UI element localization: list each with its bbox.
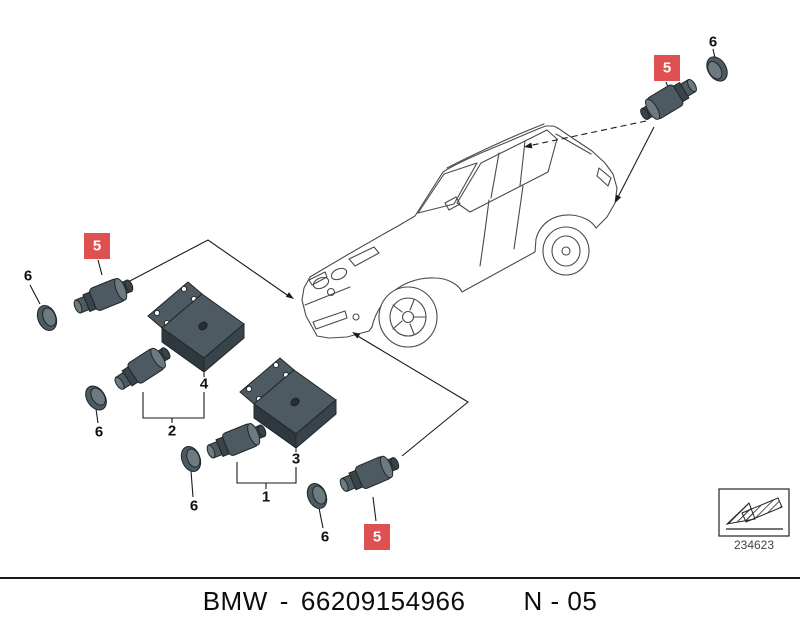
car-rear-hub bbox=[561, 246, 571, 256]
brand-name: BMW bbox=[202, 586, 268, 616]
car-body-outline bbox=[301, 125, 618, 339]
car-rear-wheel bbox=[542, 226, 590, 276]
callout-5-left-highlight[interactable]: 5 bbox=[84, 233, 110, 259]
callout-6-mid[interactable]: 6 bbox=[95, 424, 103, 441]
footer-divider bbox=[0, 577, 800, 579]
car-bumper-crease bbox=[304, 286, 351, 306]
car-windshield bbox=[417, 162, 478, 214]
car-door-seams bbox=[479, 185, 524, 267]
sensor-holder-bracket-3 bbox=[239, 357, 337, 450]
pdc-sensor-mid bbox=[114, 347, 171, 390]
car-air-intake bbox=[312, 310, 348, 330]
pdc-sensor-top bbox=[640, 78, 697, 120]
leader-front-bumper bbox=[355, 334, 469, 457]
car-side-glass bbox=[456, 129, 558, 213]
callout-5-top-label[interactable]: 5 bbox=[663, 60, 671, 77]
sensor-cap-left bbox=[36, 304, 58, 332]
callout-5-left-label[interactable]: 5 bbox=[93, 238, 101, 255]
arrowhead-front-bumper bbox=[352, 332, 361, 339]
legend: 234623 bbox=[718, 488, 790, 552]
sensor-holder-bracket-4 bbox=[147, 281, 245, 374]
car-kidney-grille-right bbox=[330, 267, 348, 281]
callout-6-top[interactable]: 6 bbox=[709, 34, 717, 51]
group-bracket-1-3 bbox=[236, 449, 297, 489]
group-bracket-2-4 bbox=[142, 373, 205, 423]
car-taillight bbox=[596, 167, 612, 187]
arrowhead-rear-bumper bbox=[615, 194, 622, 203]
car-window-dividers bbox=[490, 140, 526, 199]
leader-lines bbox=[29, 48, 716, 529]
car-hatch-line bbox=[555, 133, 592, 155]
car-roundel bbox=[326, 287, 336, 297]
car-kidney-grille-left bbox=[312, 276, 330, 290]
callout-6-bottom[interactable]: 6 bbox=[321, 529, 329, 546]
footer-separator: - bbox=[279, 586, 289, 616]
callout-5-bottom-label[interactable]: 5 bbox=[373, 529, 381, 546]
arrowhead-front-left bbox=[285, 292, 294, 299]
callout-2[interactable]: 2 bbox=[168, 423, 176, 440]
callout-4[interactable]: 4 bbox=[200, 376, 209, 393]
callout-1[interactable]: 1 bbox=[262, 489, 270, 506]
pdc-sensor-bottom bbox=[339, 455, 400, 493]
sensor-cap-top bbox=[706, 56, 728, 82]
car-front-wheel bbox=[378, 286, 438, 348]
leader-rear-bumper bbox=[616, 126, 655, 200]
callout-5-top-highlight[interactable]: 5 bbox=[654, 55, 680, 81]
callout-5-bottom-highlight[interactable]: 5 bbox=[364, 524, 390, 550]
sensor-cap-mid bbox=[85, 385, 107, 411]
diagram-canvas: 6 5 5 6 4 2 6 3 1 6 6 5 bbox=[24, 34, 790, 552]
sensor-cap-lower bbox=[180, 445, 202, 473]
part-number: 66209154966 bbox=[300, 586, 466, 616]
diagram-code: 234623 bbox=[734, 538, 774, 552]
callout-3[interactable]: 3 bbox=[292, 451, 300, 468]
label-connectors bbox=[29, 48, 716, 529]
pdc-sensor-left bbox=[73, 277, 134, 314]
car-rear-rim bbox=[551, 235, 581, 267]
footer: BMW - 66209154966 N - 05 bbox=[0, 586, 800, 617]
sheet-code: N - 05 bbox=[523, 586, 598, 616]
car-roof-rail bbox=[446, 123, 545, 169]
leader-front-left bbox=[125, 239, 291, 298]
callout-labels: 6 5 5 6 4 2 6 3 1 6 6 5 bbox=[24, 34, 717, 550]
arrowhead-rear-roof bbox=[524, 142, 533, 149]
parts bbox=[36, 56, 728, 509]
callout-6-lower[interactable]: 6 bbox=[190, 498, 198, 515]
car-front-spokes bbox=[392, 299, 426, 335]
car-fog-light bbox=[352, 313, 360, 321]
pdc-sensor-lower bbox=[206, 422, 267, 459]
leader-rear-roof-dashed bbox=[527, 120, 647, 147]
callout-6-left[interactable]: 6 bbox=[24, 268, 32, 285]
sensor-cap-bottom bbox=[306, 483, 328, 509]
car-illustration bbox=[301, 123, 618, 348]
car-headlights bbox=[308, 246, 380, 286]
car-front-rim bbox=[389, 297, 427, 337]
direction-arrow-head-icon bbox=[725, 502, 756, 525]
car-mirror bbox=[444, 196, 461, 211]
